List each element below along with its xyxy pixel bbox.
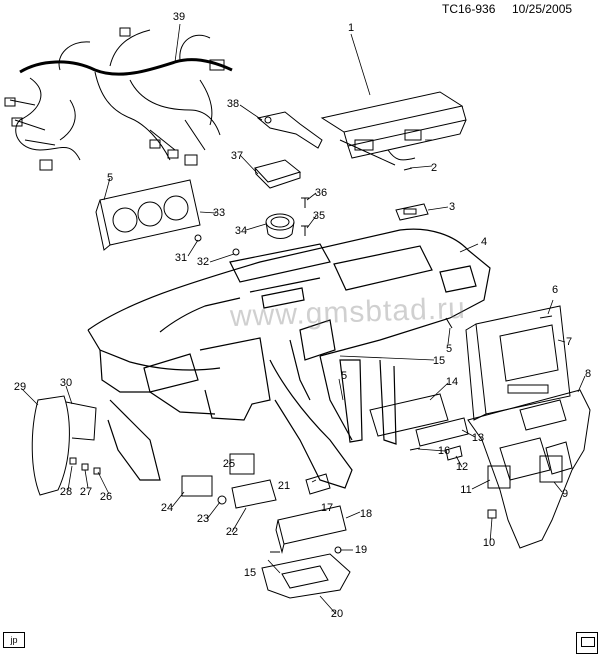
callout-23: 23 xyxy=(196,513,210,525)
airbag-module-shape xyxy=(320,91,467,166)
switch-22-shape xyxy=(231,479,277,509)
callout-12: 12 xyxy=(455,461,469,473)
callout-24: 24 xyxy=(160,502,174,514)
screw-35-shape xyxy=(301,225,309,236)
radio-unit-shape xyxy=(465,305,571,421)
callout-1: 1 xyxy=(347,22,355,34)
clip-27-shape xyxy=(81,463,89,471)
callout-39: 39 xyxy=(172,11,186,23)
wiring-harness-shape xyxy=(4,27,233,171)
callout-4: 4 xyxy=(480,236,488,248)
callout-11: 11 xyxy=(460,484,472,496)
callout-30: 30 xyxy=(59,377,73,389)
callout-29: 29 xyxy=(13,381,27,393)
callout-22: 22 xyxy=(225,526,239,538)
part-12-shape xyxy=(445,445,463,461)
callout-17: 17 xyxy=(320,502,334,514)
callout-7: 7 xyxy=(565,336,573,348)
callout-34: 34 xyxy=(234,225,248,237)
callout-36: 36 xyxy=(314,187,328,199)
callout-5-center: 5 xyxy=(340,370,348,382)
hvac-control-shape xyxy=(369,393,469,447)
end-cap-shape xyxy=(31,395,97,496)
screw-16-shape xyxy=(409,447,421,451)
document-icon xyxy=(576,632,598,654)
switch-24-shape xyxy=(181,475,213,497)
screw-6-shape xyxy=(539,315,553,319)
callout-15-upper: 15 xyxy=(432,355,446,367)
bulb-23-shape xyxy=(217,495,227,505)
footer-tag: jp xyxy=(3,632,25,648)
callout-35: 35 xyxy=(312,210,326,222)
switch-9-shape xyxy=(539,455,563,483)
callout-16: 16 xyxy=(437,445,451,457)
instrument-panel-shape xyxy=(87,228,491,489)
callout-32: 32 xyxy=(196,256,210,268)
cover-37-shape xyxy=(254,159,302,189)
callout-6: 6 xyxy=(551,284,559,296)
callout-27: 27 xyxy=(79,486,93,498)
clip-26-shape xyxy=(93,467,101,475)
clip-32-shape xyxy=(232,248,240,256)
instrument-cluster-shape xyxy=(95,179,201,251)
callout-21: 21 xyxy=(277,480,291,492)
leader-lines xyxy=(21,23,586,615)
callout-3: 3 xyxy=(448,201,456,213)
callout-26: 26 xyxy=(99,491,113,503)
callout-9: 9 xyxy=(561,488,569,500)
clip-10-shape xyxy=(487,509,497,519)
callout-28: 28 xyxy=(59,486,73,498)
callout-14: 14 xyxy=(445,376,459,388)
drawing-date: 10/25/2005 xyxy=(512,2,573,16)
callout-18: 18 xyxy=(359,508,373,520)
callout-38: 38 xyxy=(226,98,240,110)
sensor-21-shape xyxy=(305,473,331,495)
callout-33: 33 xyxy=(212,207,226,219)
callout-37: 37 xyxy=(230,150,244,162)
callout-10: 10 xyxy=(482,537,496,549)
clip-31-shape xyxy=(194,234,202,242)
callout-20: 20 xyxy=(330,608,344,620)
callout-25: 25 xyxy=(222,458,236,470)
clip-28-shape xyxy=(69,457,77,465)
callout-5-panel: 5 xyxy=(445,343,453,355)
bracket-38-shape xyxy=(256,111,323,149)
callout-5-cluster: 5 xyxy=(106,172,114,184)
trim-bezel-shape xyxy=(467,389,591,549)
drawing-code: TC16-936 xyxy=(442,2,496,16)
callout-19: 19 xyxy=(354,544,368,556)
screw-36-shape xyxy=(301,197,309,208)
speaker-34-shape xyxy=(265,213,295,239)
switch-3-shape xyxy=(395,203,429,221)
callout-8: 8 xyxy=(584,368,592,380)
callout-15-lower: 15 xyxy=(243,567,257,579)
callout-2: 2 xyxy=(430,162,438,174)
callout-13: 13 xyxy=(471,432,485,444)
screw-5-shape xyxy=(445,317,453,329)
switch-25-shape xyxy=(229,453,255,475)
bracket-20-shape xyxy=(261,553,351,599)
module-18-shape xyxy=(275,505,347,554)
callout-31: 31 xyxy=(174,252,188,264)
switch-11-shape xyxy=(487,465,511,489)
